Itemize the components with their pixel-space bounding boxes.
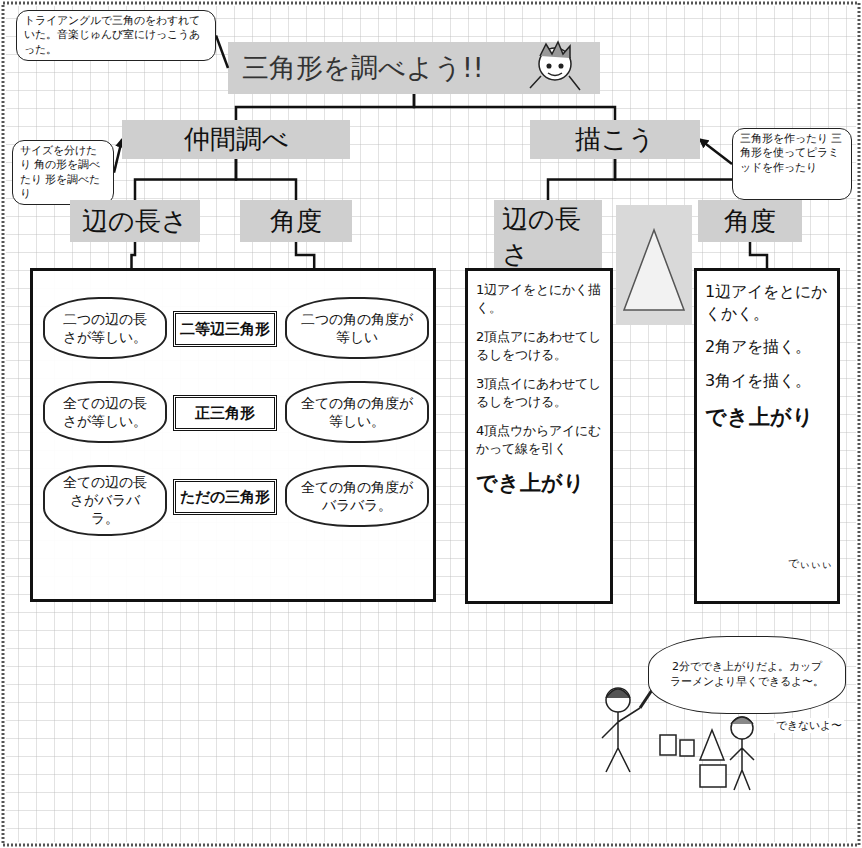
- triangle-type-box: ただの三角形: [173, 479, 277, 515]
- topic-band: 描こう: [530, 120, 700, 159]
- property-cloud: 全ての辺の長さがバラバラ。: [43, 465, 167, 536]
- property-cloud: 二つの辺の長さが等しい。: [43, 297, 167, 359]
- node-text: 描こう: [575, 122, 655, 157]
- connector: [700, 140, 732, 165]
- note-bubble: トライアングルで三角のをわすれていた。音楽じゅんび室にけっこうあった。: [16, 10, 216, 61]
- property-cloud: 全ての角の角度が等しい。: [285, 381, 429, 443]
- node-text: でき上がり: [705, 403, 829, 431]
- node-text: サイズを分けたり 角の形を調べたり 形を調べたり: [20, 144, 106, 201]
- triangle-illustration: [616, 205, 692, 325]
- topic-band: 角度: [240, 200, 352, 242]
- node-text: 二等辺三角形: [180, 320, 270, 339]
- property-cloud: 全ての角の角度がバラバラ。: [285, 465, 429, 527]
- group-frame: 二つの辺の長さが等しい。 二等辺三角形 二つの角の角度が等しい全ての辺の長さが等しい…: [30, 268, 436, 602]
- node-text: 辺の長さ: [82, 204, 188, 239]
- connector: [216, 35, 228, 68]
- node-text: 4頂点ウからアイにむかって線を引く: [476, 422, 602, 457]
- connector: [750, 242, 767, 268]
- title-band: 三角形を調べよう!!: [228, 42, 600, 94]
- connector: [296, 242, 314, 268]
- node-text: 二つの辺の長さが等しい。: [57, 310, 153, 346]
- node-text: 仲間調べ: [184, 122, 289, 157]
- connector: [236, 94, 414, 120]
- connector: [132, 242, 136, 268]
- connector: [414, 94, 615, 120]
- graph-paper: [6, 6, 856, 842]
- steps-box: 1辺アイをとにかくかく。 2角アを描く。 3角イを描く。でき上がり: [694, 268, 840, 604]
- page-border: [3, 3, 859, 845]
- connector: [615, 159, 750, 200]
- node-text: 全ての角の角度が等しい。: [299, 394, 415, 430]
- node-text: 角度: [724, 204, 776, 239]
- connector: [114, 140, 122, 173]
- topic-band: 角度: [698, 200, 802, 242]
- node-text: 2角アを描く。: [705, 336, 829, 358]
- node-text: 角度: [270, 204, 322, 239]
- node-text: ただの三角形: [180, 488, 270, 507]
- note-bubble: サイズを分けたり 角の形を調べたり 形を調べたり: [12, 140, 114, 205]
- node-text: 三角形を作ったり 三角形を使ってピラミッドを作ったり: [740, 132, 844, 175]
- connector: [548, 159, 615, 200]
- cartoon-face: [530, 42, 580, 90]
- node-text: でき上がり: [476, 469, 602, 497]
- topic-band: 仲間調べ: [122, 120, 350, 159]
- topic-band: 辺の長さ: [70, 200, 200, 242]
- speech-bubble: 2分ででき上がりだよ。カップラーメンより早くできるよ〜。: [648, 636, 846, 714]
- property-cloud: 全ての辺の長さが等しい。: [43, 381, 167, 443]
- node-text: 3頂点イにあわせてしるしをつける。: [476, 375, 602, 410]
- node-text: 2分ででき上がりだよ。カップラーメンより早くできるよ〜。: [667, 660, 827, 690]
- node-text: 全ての辺の長さが等しい。: [57, 394, 153, 430]
- node-text: 辺の長さ: [502, 202, 594, 272]
- node-text: 三角形を調べよう!!: [242, 50, 484, 86]
- property-cloud: 二つの角の角度が等しい: [285, 297, 429, 359]
- triangle-type-box: 正三角形: [173, 395, 277, 431]
- node-text: 二つの角の角度が等しい: [299, 310, 415, 346]
- free-label: できないよ〜: [774, 718, 844, 733]
- title-band: [228, 42, 600, 94]
- node-text: 1辺アイをとにかくかく。: [705, 281, 829, 324]
- node-text: 全ての辺の長さがバラバラ。: [57, 473, 153, 528]
- free-label: でぃぃぃ: [786, 556, 834, 571]
- node-text: トライアングルで三角のをわすれていた。音楽じゅんび室にけっこうあった。: [24, 14, 208, 57]
- steps-box: 1辺アイをとにかく描く。 2頂点アにあわせてしるしをつける。 3頂点イにあわせてしる…: [465, 268, 613, 604]
- node-text: 正三角形: [195, 404, 255, 423]
- node-text: 1辺アイをとにかく描く。: [476, 281, 602, 316]
- note-bubble: 三角形を作ったり 三角形を使ってピラミッドを作ったり: [732, 128, 852, 200]
- node-text: 2頂点アにあわせてしるしをつける。: [476, 328, 602, 363]
- node-text: 全ての角の角度がバラバラ。: [299, 478, 415, 514]
- topic-band: 辺の長さ: [494, 200, 602, 274]
- connector: [236, 159, 296, 200]
- triangle-type-box: 二等辺三角形: [173, 311, 277, 347]
- node-text: 3角イを描く。: [705, 370, 829, 392]
- connector: [135, 159, 236, 200]
